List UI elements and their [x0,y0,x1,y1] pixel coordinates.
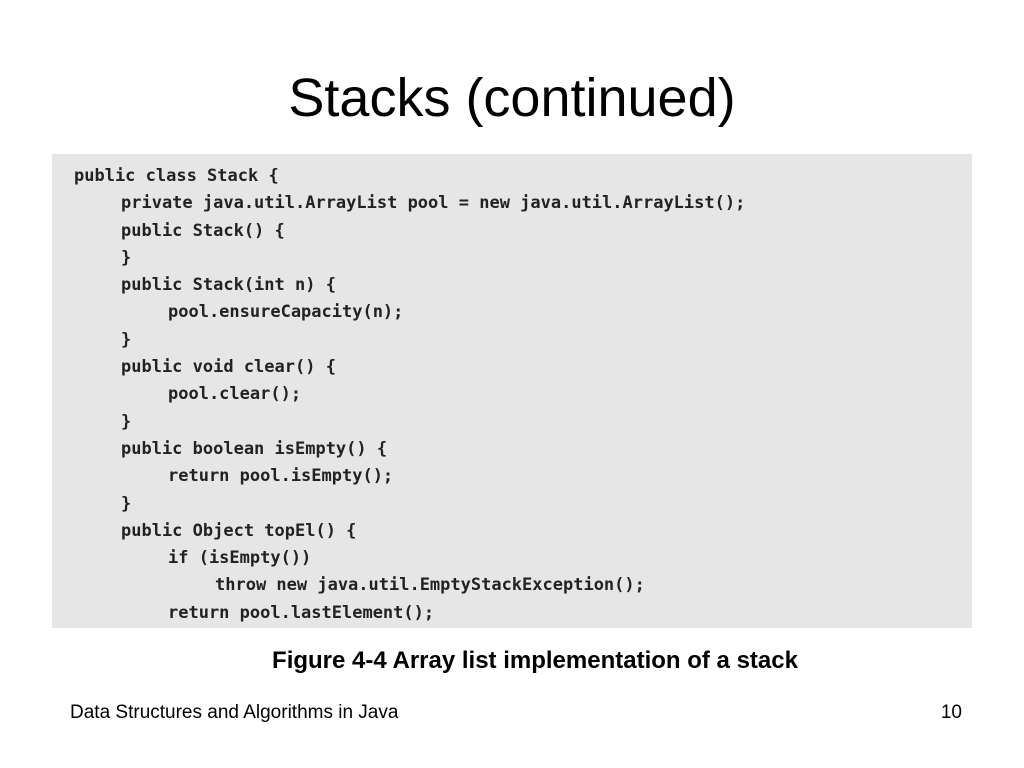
code-line: if (isEmpty()) [168,548,312,569]
code-line: public Stack(int n) { [121,275,336,296]
code-line: public Object topEl() { [121,520,357,541]
code-line: return pool.isEmpty(); [168,466,394,487]
code-line: pool.ensureCapacity(n); [168,302,404,323]
code-line: public Stack() { [121,220,285,241]
figure-caption: Figure 4-4 Array list implementation of … [272,647,798,674]
slide-title: Stacks (continued) [288,68,736,128]
code-line: private java.util.ArrayList pool = new j… [121,193,746,214]
code-line: public class Stack { [74,166,279,186]
code-line: } [121,329,132,350]
code-listing: public class Stack { private java.util.A… [52,154,972,628]
footer-course-title: Data Structures and Algorithms in Java [70,702,399,723]
code-line: return pool.lastElement(); [168,602,435,623]
code-line: throw new java.util.EmptyStackException(… [215,575,645,596]
code-line: } [121,493,132,514]
code-line: public boolean isEmpty() { [121,438,388,459]
slide-page-number: 10 [940,702,962,723]
code-line: } [121,411,132,432]
code-line: } [121,247,132,268]
code-line: pool.clear(); [168,384,302,405]
code-line: public void clear() { [121,357,336,378]
